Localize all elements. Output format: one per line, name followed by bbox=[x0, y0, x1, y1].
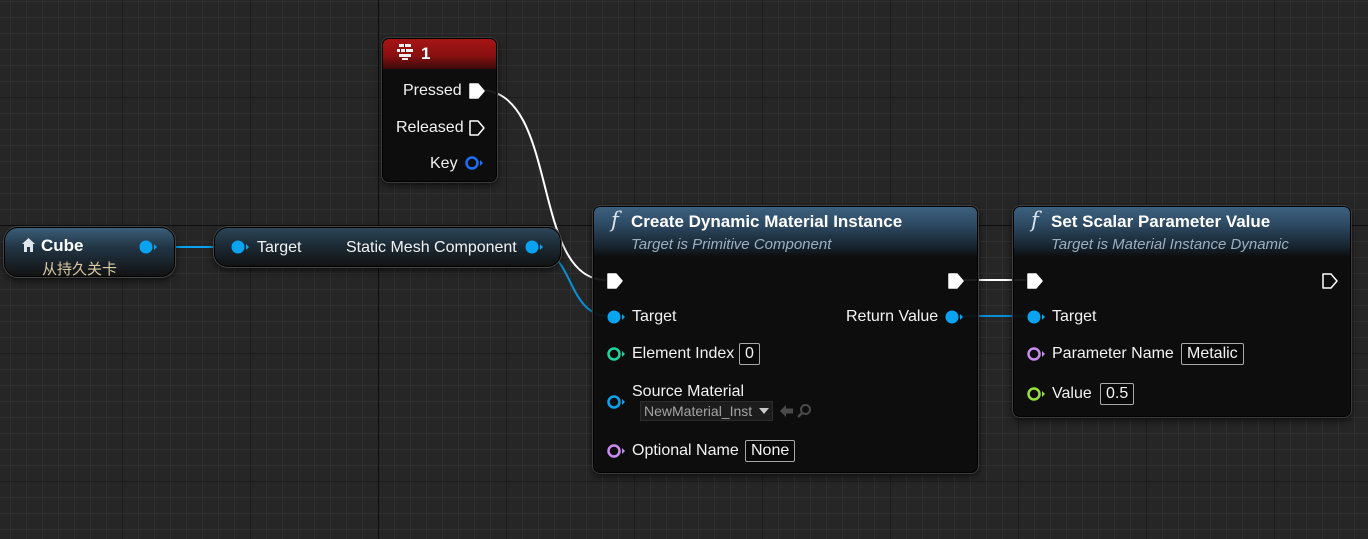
cube-title: Cube bbox=[41, 236, 84, 255]
source-material-value: NewMaterial_Inst bbox=[644, 403, 753, 419]
value-label: Value bbox=[1052, 385, 1092, 402]
use-selected-arrow-icon[interactable] bbox=[778, 403, 794, 419]
pressed-label: Pressed bbox=[403, 82, 462, 99]
element-index-input[interactable]: 0 bbox=[739, 343, 760, 365]
released-label: Released bbox=[396, 119, 464, 136]
source-material-dropdown[interactable]: NewMaterial_Inst bbox=[640, 401, 773, 421]
dmi-exec-output-pin[interactable] bbox=[947, 272, 965, 290]
key-event-title: 1 bbox=[421, 44, 431, 63]
scalar-target-pin[interactable] bbox=[1026, 309, 1046, 325]
dmi-target-pin[interactable] bbox=[606, 309, 626, 325]
create-dynamic-material-instance-node[interactable]: f Create Dynamic Material Instance Targe… bbox=[593, 206, 978, 473]
function-icon: f bbox=[611, 208, 619, 232]
cube-reference-node[interactable]: Cube 从持久关卡 bbox=[4, 227, 175, 278]
scalar-subtitle: Target is Material Instance Dynamic bbox=[1051, 236, 1289, 253]
optional-name-input[interactable]: None bbox=[745, 440, 796, 462]
parameter-name-pin[interactable] bbox=[1026, 346, 1046, 362]
key-output-pin[interactable] bbox=[464, 155, 484, 171]
return-value-label: Return Value bbox=[846, 308, 939, 325]
parameter-name-input[interactable]: Metalic bbox=[1181, 343, 1244, 365]
dmi-subtitle: Target is Primitive Component bbox=[631, 236, 832, 253]
target-input-label: Target bbox=[257, 239, 302, 256]
set-scalar-parameter-value-node[interactable]: f Set Scalar Parameter Value Target is M… bbox=[1013, 206, 1351, 417]
released-exec-pin[interactable] bbox=[468, 119, 486, 137]
key-label: Key bbox=[430, 155, 458, 172]
dmi-target-label: Target bbox=[632, 308, 677, 325]
scalar-title: Set Scalar Parameter Value bbox=[1051, 212, 1271, 231]
key-1-event-node[interactable]: 1 Pressed Released Key bbox=[382, 38, 497, 182]
dmi-title: Create Dynamic Material Instance bbox=[631, 212, 903, 231]
element-index-label: Element Index bbox=[632, 345, 735, 362]
browse-search-icon[interactable] bbox=[796, 403, 812, 419]
optional-name-pin[interactable] bbox=[606, 443, 626, 459]
scalar-exec-input-pin[interactable] bbox=[1026, 272, 1044, 290]
cube-subtitle: 从持久关卡 bbox=[42, 261, 118, 278]
scalar-target-label: Target bbox=[1052, 308, 1097, 325]
chevron-down-icon bbox=[759, 408, 769, 414]
value-input[interactable]: 0.5 bbox=[1100, 383, 1135, 405]
function-icon: f bbox=[1031, 208, 1039, 232]
return-value-pin[interactable] bbox=[944, 309, 964, 325]
value-pin[interactable] bbox=[1026, 386, 1046, 402]
element-index-pin[interactable] bbox=[606, 346, 626, 362]
get-static-mesh-component-node[interactable]: Target Static Mesh Component bbox=[214, 227, 561, 267]
static-mesh-component-output-pin[interactable] bbox=[524, 239, 544, 255]
source-material-label: Source Material bbox=[632, 383, 745, 400]
source-material-pin[interactable] bbox=[606, 394, 626, 410]
optional-name-label: Optional Name bbox=[632, 442, 739, 459]
static-mesh-component-label: Static Mesh Component bbox=[346, 239, 517, 256]
scalar-exec-output-pin[interactable] bbox=[1321, 272, 1339, 290]
dmi-exec-input-pin[interactable] bbox=[606, 272, 624, 290]
home-icon bbox=[22, 238, 35, 252]
parameter-name-label: Parameter Name bbox=[1052, 345, 1174, 362]
cube-output-pin[interactable] bbox=[138, 239, 158, 255]
keyboard-icon bbox=[397, 44, 413, 60]
function-header bbox=[1014, 207, 1350, 257]
target-input-pin[interactable] bbox=[230, 239, 250, 255]
pressed-exec-pin[interactable] bbox=[468, 82, 486, 100]
function-header bbox=[594, 207, 977, 257]
